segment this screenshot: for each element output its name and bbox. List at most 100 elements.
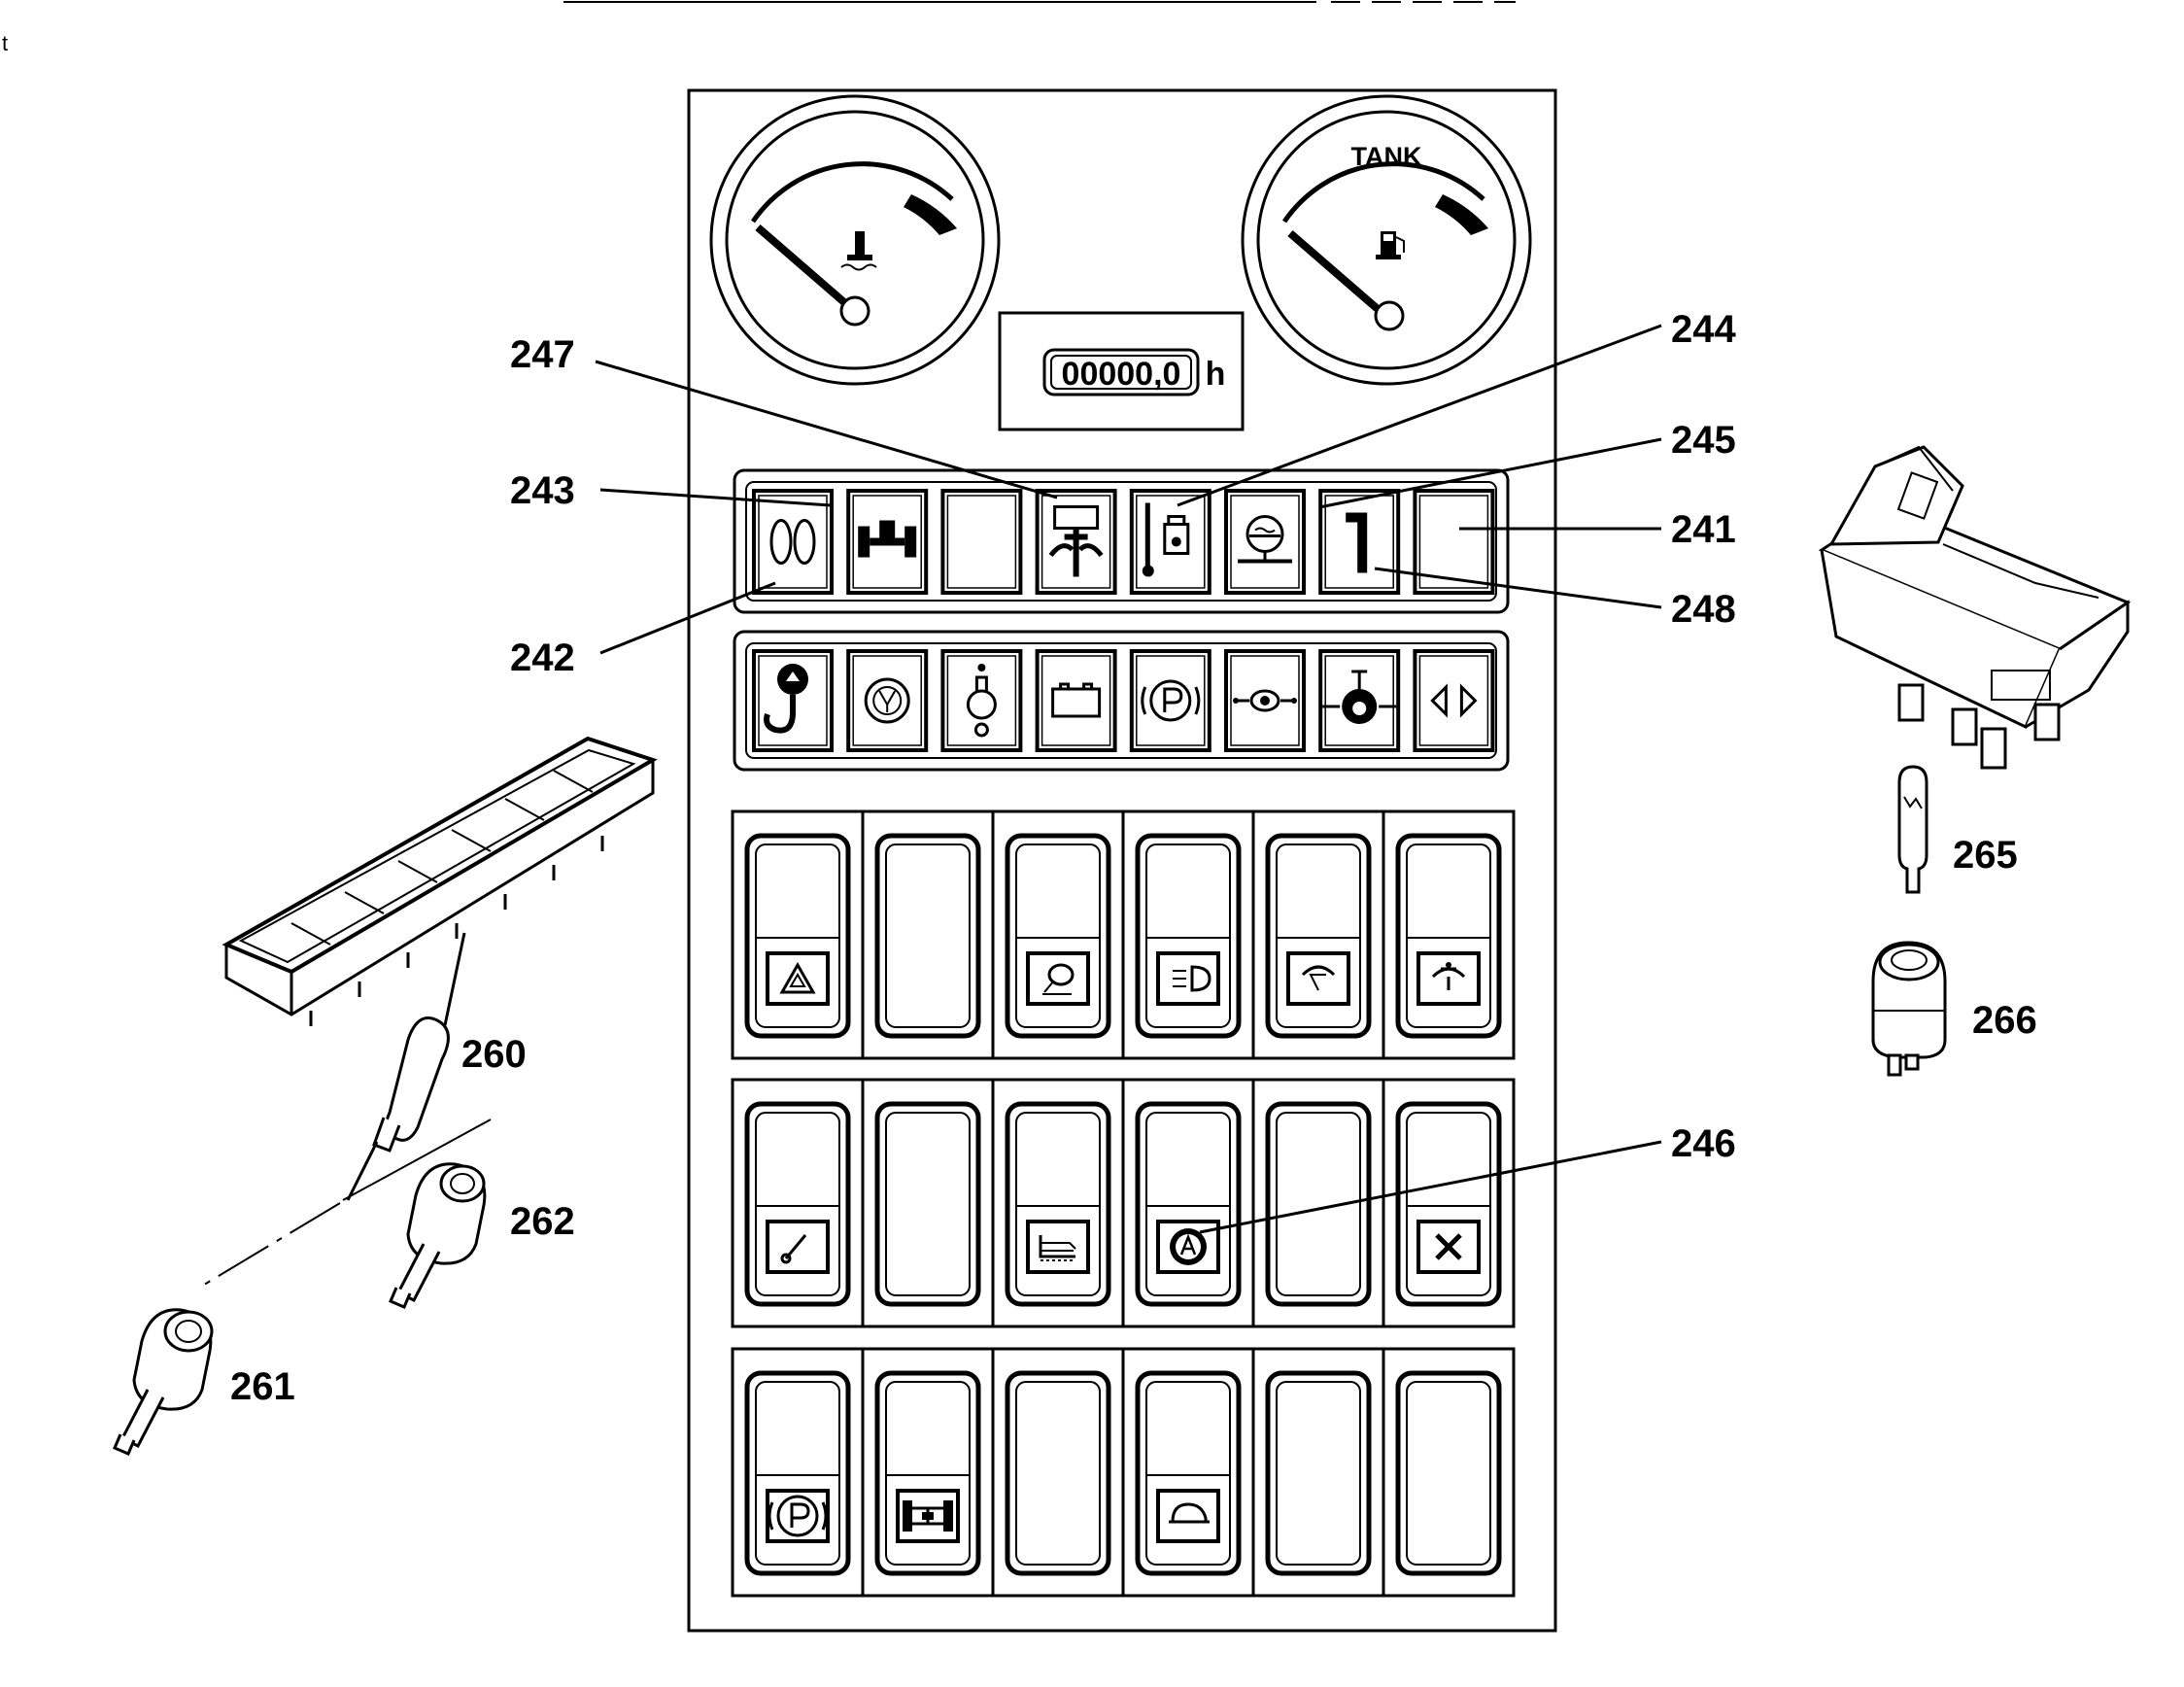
fuel-pump-icon bbox=[1376, 231, 1405, 259]
leader-lines bbox=[595, 324, 1662, 1234]
indicator-lamp bbox=[1413, 489, 1495, 595]
indicator-lamp bbox=[1318, 489, 1401, 595]
indicator-lamp bbox=[1129, 649, 1211, 752]
dashboard-panel: TANK 00000,0 h bbox=[687, 88, 1557, 1633]
hydraulic-pressure-icon bbox=[1048, 505, 1104, 577]
glow-plug-icon bbox=[769, 519, 816, 565]
rocker-switch-slot[interactable] bbox=[1382, 1080, 1502, 1326]
indicator-lamp bbox=[752, 649, 834, 752]
lever-icon bbox=[780, 1234, 807, 1264]
coolant-gauge bbox=[709, 94, 1001, 386]
fuel-gauge: TANK bbox=[1241, 94, 1532, 386]
work-light-icon bbox=[1042, 963, 1075, 995]
callout-247: 247 bbox=[510, 333, 575, 376]
light-bulb-icon bbox=[966, 664, 997, 738]
indicator-lamp bbox=[1035, 649, 1117, 752]
callout-260: 260 bbox=[461, 1033, 527, 1076]
callout-265: 265 bbox=[1953, 834, 2018, 877]
parking-brake-icon bbox=[768, 1495, 828, 1537]
socket-261 bbox=[113, 1308, 214, 1456]
indicator-lamp bbox=[940, 489, 1023, 595]
rocker-switch-slot[interactable] bbox=[744, 1370, 851, 1576]
rocker-switch-slot[interactable] bbox=[861, 1349, 981, 1596]
indicator-lamp-housing bbox=[222, 736, 658, 1026]
callout-242: 242 bbox=[510, 637, 575, 679]
callout-266: 266 bbox=[1972, 999, 2037, 1042]
filter-icon bbox=[864, 677, 910, 724]
rocker-switch-slot[interactable] bbox=[1251, 1349, 1372, 1596]
hour-meter-value: 00000,0 bbox=[1062, 356, 1181, 393]
rocker-switch-slot[interactable] bbox=[991, 1080, 1111, 1326]
rocker-switch-slot[interactable] bbox=[991, 1349, 1111, 1596]
rocker-switch-slot[interactable] bbox=[991, 811, 1111, 1058]
socket-266 bbox=[1871, 941, 1947, 1077]
callout-241: 241 bbox=[1671, 508, 1736, 551]
indicator-lamp bbox=[846, 489, 929, 595]
rocker-switch-slot[interactable] bbox=[861, 1080, 981, 1326]
indicator-lamp bbox=[1413, 649, 1495, 752]
rocker-switch-slot[interactable] bbox=[1382, 811, 1502, 1058]
rocker-switch-slot[interactable] bbox=[1121, 1080, 1242, 1326]
indicator-lamp bbox=[1129, 489, 1211, 595]
assembly-line bbox=[203, 1119, 492, 1286]
rocker-switch-slot[interactable] bbox=[1251, 1080, 1372, 1326]
gauge-red-zone bbox=[904, 194, 957, 235]
corner-mark: t bbox=[2, 31, 8, 55]
battery-icon bbox=[1051, 682, 1102, 718]
rocker-switch-slot[interactable] bbox=[1382, 1349, 1502, 1596]
rocker-switch-slot[interactable] bbox=[1251, 811, 1372, 1058]
callout-243: 243 bbox=[510, 469, 575, 512]
rocker-switch-slot[interactable] bbox=[744, 833, 851, 1039]
indicator-lamp bbox=[1035, 489, 1117, 595]
washer-icon bbox=[1431, 962, 1466, 990]
rocker-switch-slot[interactable] bbox=[861, 811, 981, 1058]
parking-brake-icon bbox=[1141, 679, 1201, 722]
rocker-switch-slot[interactable] bbox=[744, 1101, 851, 1307]
indicator-strip-1 bbox=[733, 468, 1510, 614]
callout-245: 245 bbox=[1671, 419, 1736, 462]
indicator-lamp bbox=[846, 649, 929, 752]
gauge-red-zone bbox=[1435, 194, 1488, 235]
callout-262: 262 bbox=[510, 1200, 575, 1243]
callouts: 247 243 242 244 245 241 248 246 260 262 … bbox=[230, 308, 2037, 1408]
hazard-icon bbox=[779, 961, 816, 994]
turn-signal-icon bbox=[1430, 683, 1478, 718]
bulb-265 bbox=[1897, 765, 1928, 894]
callout-261: 261 bbox=[230, 1365, 295, 1408]
auto-gear-icon bbox=[1170, 1228, 1207, 1265]
rocker-switch-slot[interactable] bbox=[1121, 1349, 1242, 1596]
fan-icon bbox=[1435, 1233, 1462, 1260]
callout-246: 246 bbox=[1671, 1122, 1736, 1165]
indicator-strip-2 bbox=[733, 630, 1510, 772]
oil-temperature-icon bbox=[1142, 502, 1190, 577]
indicator-lamp bbox=[940, 649, 1023, 752]
engine-oil-icon bbox=[1322, 670, 1397, 724]
switch-bank-1 bbox=[731, 809, 1516, 1060]
coolant-temperature-icon bbox=[840, 231, 877, 271]
switch-bank-2 bbox=[731, 1078, 1516, 1328]
hour-meter: 00000,0 h bbox=[998, 311, 1245, 431]
callout-244: 244 bbox=[1671, 308, 1736, 351]
rocker-switch-slot[interactable] bbox=[1121, 811, 1242, 1058]
horn-icon bbox=[1169, 1502, 1210, 1524]
blade-icon bbox=[1039, 1235, 1076, 1261]
four-wheel-drive-icon bbox=[903, 1500, 953, 1532]
fluid-level-icon bbox=[1238, 515, 1292, 564]
hour-meter-unit: h bbox=[1206, 356, 1226, 393]
crane-hook-icon bbox=[764, 664, 808, 734]
indicator-lamp bbox=[1224, 649, 1306, 752]
rocker-switch bbox=[1818, 445, 2132, 770]
axle-icon bbox=[858, 520, 917, 558]
indicator-lamp bbox=[752, 489, 834, 595]
wiper-icon bbox=[1301, 965, 1336, 991]
switch-bank-3 bbox=[731, 1347, 1516, 1598]
bulb-260 bbox=[346, 932, 466, 1201]
indicator-lamp bbox=[1224, 489, 1306, 595]
oil-pressure-icon bbox=[1233, 689, 1297, 712]
callout-248: 248 bbox=[1671, 588, 1736, 631]
headlight-icon bbox=[1173, 965, 1211, 992]
indicator-lamp bbox=[1318, 649, 1401, 752]
socket-262 bbox=[389, 1162, 487, 1309]
gear-one-icon bbox=[1346, 512, 1368, 573]
